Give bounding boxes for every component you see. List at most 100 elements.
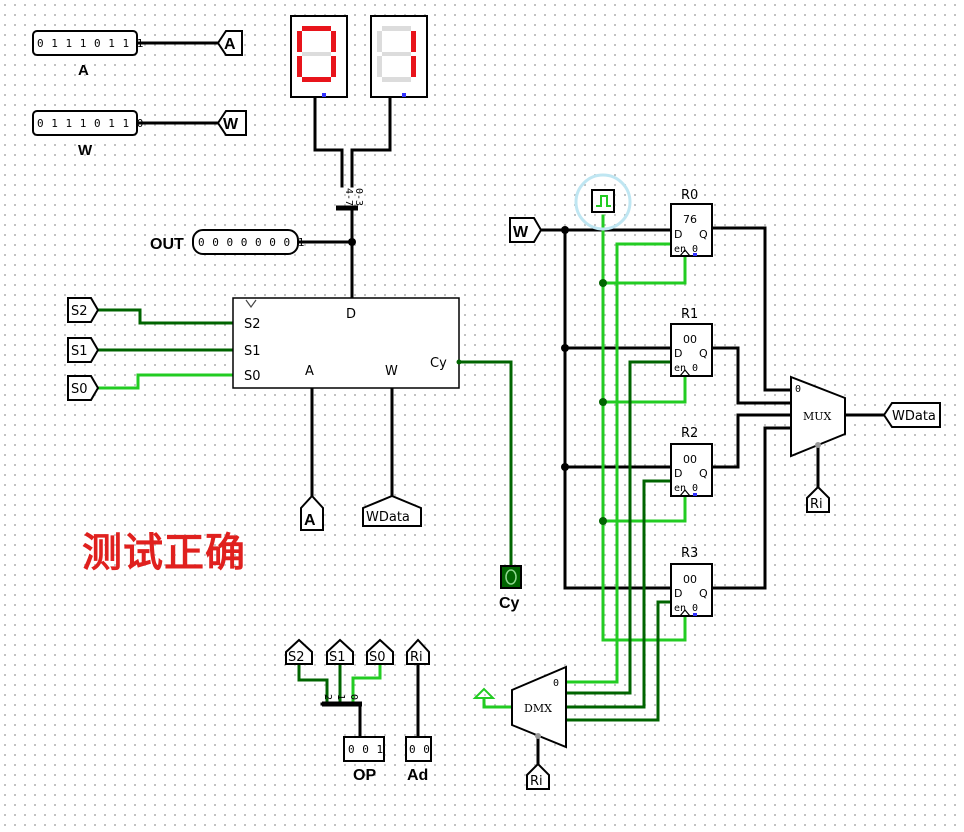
splitter-top-label-0: 4-7	[343, 188, 354, 206]
tunnel-ri-mux-label: Ri	[810, 497, 823, 512]
op-probe: 0 0 1	[343, 736, 385, 762]
register-r0-en-value: 0	[692, 244, 698, 255]
output-probe: 0 0 0 0 0 0 0 1	[192, 229, 305, 255]
register-r3-en: en	[674, 603, 686, 614]
register-r2-en-value: 0	[692, 483, 698, 494]
alu-port-s2: S2	[244, 317, 261, 332]
op-bits: 0 0 1	[348, 743, 384, 756]
input-a-bits: 0 1 1 1 0 1 1 1	[37, 37, 144, 50]
alu-port-cy: Cy	[430, 356, 447, 371]
register-r3-q: Q	[699, 587, 708, 600]
register-r1-en-value: 0	[692, 363, 698, 374]
junctions	[348, 226, 569, 471]
register-r3-value: 00	[683, 573, 697, 586]
register-r3-en-value: 0	[692, 603, 698, 614]
mux-sel0: 0	[795, 384, 801, 395]
op-splitter-label-2: 2	[322, 694, 333, 700]
tunnel-s2: S2	[67, 297, 100, 323]
tunnel-a-bottom: A	[300, 494, 324, 531]
tunnel-s2-label: S2	[71, 304, 88, 319]
tunnel-w-reg: W	[509, 217, 543, 243]
register-r3-name: R3	[681, 546, 698, 561]
register-r0-en: en	[674, 244, 686, 255]
tunnel-a-bottom-label: A	[304, 512, 316, 529]
carry-label: Cy	[499, 595, 520, 612]
status-text: 测试正确	[82, 530, 246, 576]
register-r1: R1 00 D Q en 0	[670, 307, 713, 377]
op-splitter: 2 1 0	[322, 694, 362, 707]
register-r3-d: D	[674, 587, 682, 600]
tunnel-s1: S1	[67, 337, 100, 363]
tunnel-w-top-label: W	[223, 116, 239, 133]
input-pin-w[interactable]: 0 1 1 1 0 1 1 0	[32, 110, 144, 136]
tunnel-wdata-out: WData	[882, 402, 941, 428]
dmx-label: DMX	[524, 702, 552, 715]
dmx-sel0: 0	[553, 678, 559, 689]
op-tunnel-s2: S2	[285, 638, 313, 665]
register-r2-q: Q	[699, 467, 708, 480]
tunnel-ri-dmx: Ri	[526, 762, 550, 790]
register-r1-d: D	[674, 347, 682, 360]
register-r1-q: Q	[699, 347, 708, 360]
carry-led: 0	[500, 565, 522, 589]
wires	[95, 41, 887, 767]
register-r2-d: D	[674, 467, 682, 480]
output-bits: 0 0 0 0 0 0 0 1	[198, 236, 305, 249]
tunnel-ri-dmx-label: Ri	[530, 774, 543, 789]
register-r3: R3 00 D Q en 0	[670, 546, 713, 617]
register-r0-q: Q	[699, 228, 708, 241]
mux-label: MUX	[803, 410, 832, 423]
op-tunnel-s0: S0	[366, 638, 394, 665]
hex-display-low: 1	[370, 15, 428, 98]
register-r2: R2 00 D Q en 0	[670, 426, 713, 497]
tunnel-wdata-bottom-label: WData	[366, 510, 410, 525]
tunnel-s0: S0	[67, 375, 100, 401]
alu-port-s0: S0	[244, 369, 261, 384]
input-w-bits: 0 1 1 1 0 1 1 0	[37, 117, 144, 130]
input-w-label: W	[78, 142, 93, 159]
dmx-input-arrow	[472, 687, 496, 699]
dmx: 0 DMX	[511, 665, 567, 749]
output-label: OUT	[150, 236, 184, 253]
op-tunnel-s0-label: S0	[369, 650, 386, 665]
tunnel-a-top-label: A	[224, 36, 236, 53]
ad-tunnel-ri: Ri	[406, 638, 430, 665]
splitter-top: 4-7 0-3	[336, 188, 364, 211]
ad-probe: 0 0	[405, 736, 432, 762]
ad-tunnel-ri-label: Ri	[410, 650, 423, 665]
op-tunnel-s1-label: S1	[329, 650, 346, 665]
input-a-label: A	[78, 62, 89, 79]
alu-port-d: D	[346, 307, 356, 322]
clock-junctions	[599, 279, 607, 525]
register-r2-en: en	[674, 483, 686, 494]
input-pin-a[interactable]: 0 1 1 1 0 1 1 1	[32, 30, 144, 56]
register-r0: R0 76 D Q en 0	[670, 188, 713, 257]
ad-bits: 0 0	[409, 743, 430, 756]
op-splitter-label-1: 1	[335, 694, 346, 700]
op-tunnel-s2-label: S2	[288, 650, 305, 665]
tunnel-wdata-out-label: WData	[892, 409, 936, 424]
op-label: OP	[353, 767, 377, 784]
ad-label: Ad	[407, 767, 429, 784]
alu-port-a: A	[305, 364, 314, 379]
register-r1-value: 00	[683, 333, 697, 346]
hex-low-segments	[377, 26, 416, 82]
register-r0-d: D	[674, 228, 682, 241]
register-r0-name: R0	[681, 188, 698, 203]
tunnel-s0-label: S0	[71, 382, 88, 397]
alu-port-w: W	[385, 364, 398, 379]
register-r0-value: 76	[683, 213, 697, 226]
tunnel-ri-mux: Ri	[806, 485, 830, 513]
register-r2-name: R2	[681, 426, 698, 441]
tunnel-wdata-bottom: WData	[362, 494, 422, 527]
mux: 0 MUX	[790, 375, 846, 458]
hex-display-high: 0	[290, 15, 348, 98]
op-splitter-label-0: 0	[348, 694, 359, 700]
clock-source[interactable]	[574, 173, 632, 231]
tunnel-s1-label: S1	[71, 344, 88, 359]
register-r1-name: R1	[681, 307, 698, 322]
op-tunnel-s1: S1	[326, 638, 354, 665]
register-r1-en: en	[674, 363, 686, 374]
register-r2-value: 00	[683, 453, 697, 466]
